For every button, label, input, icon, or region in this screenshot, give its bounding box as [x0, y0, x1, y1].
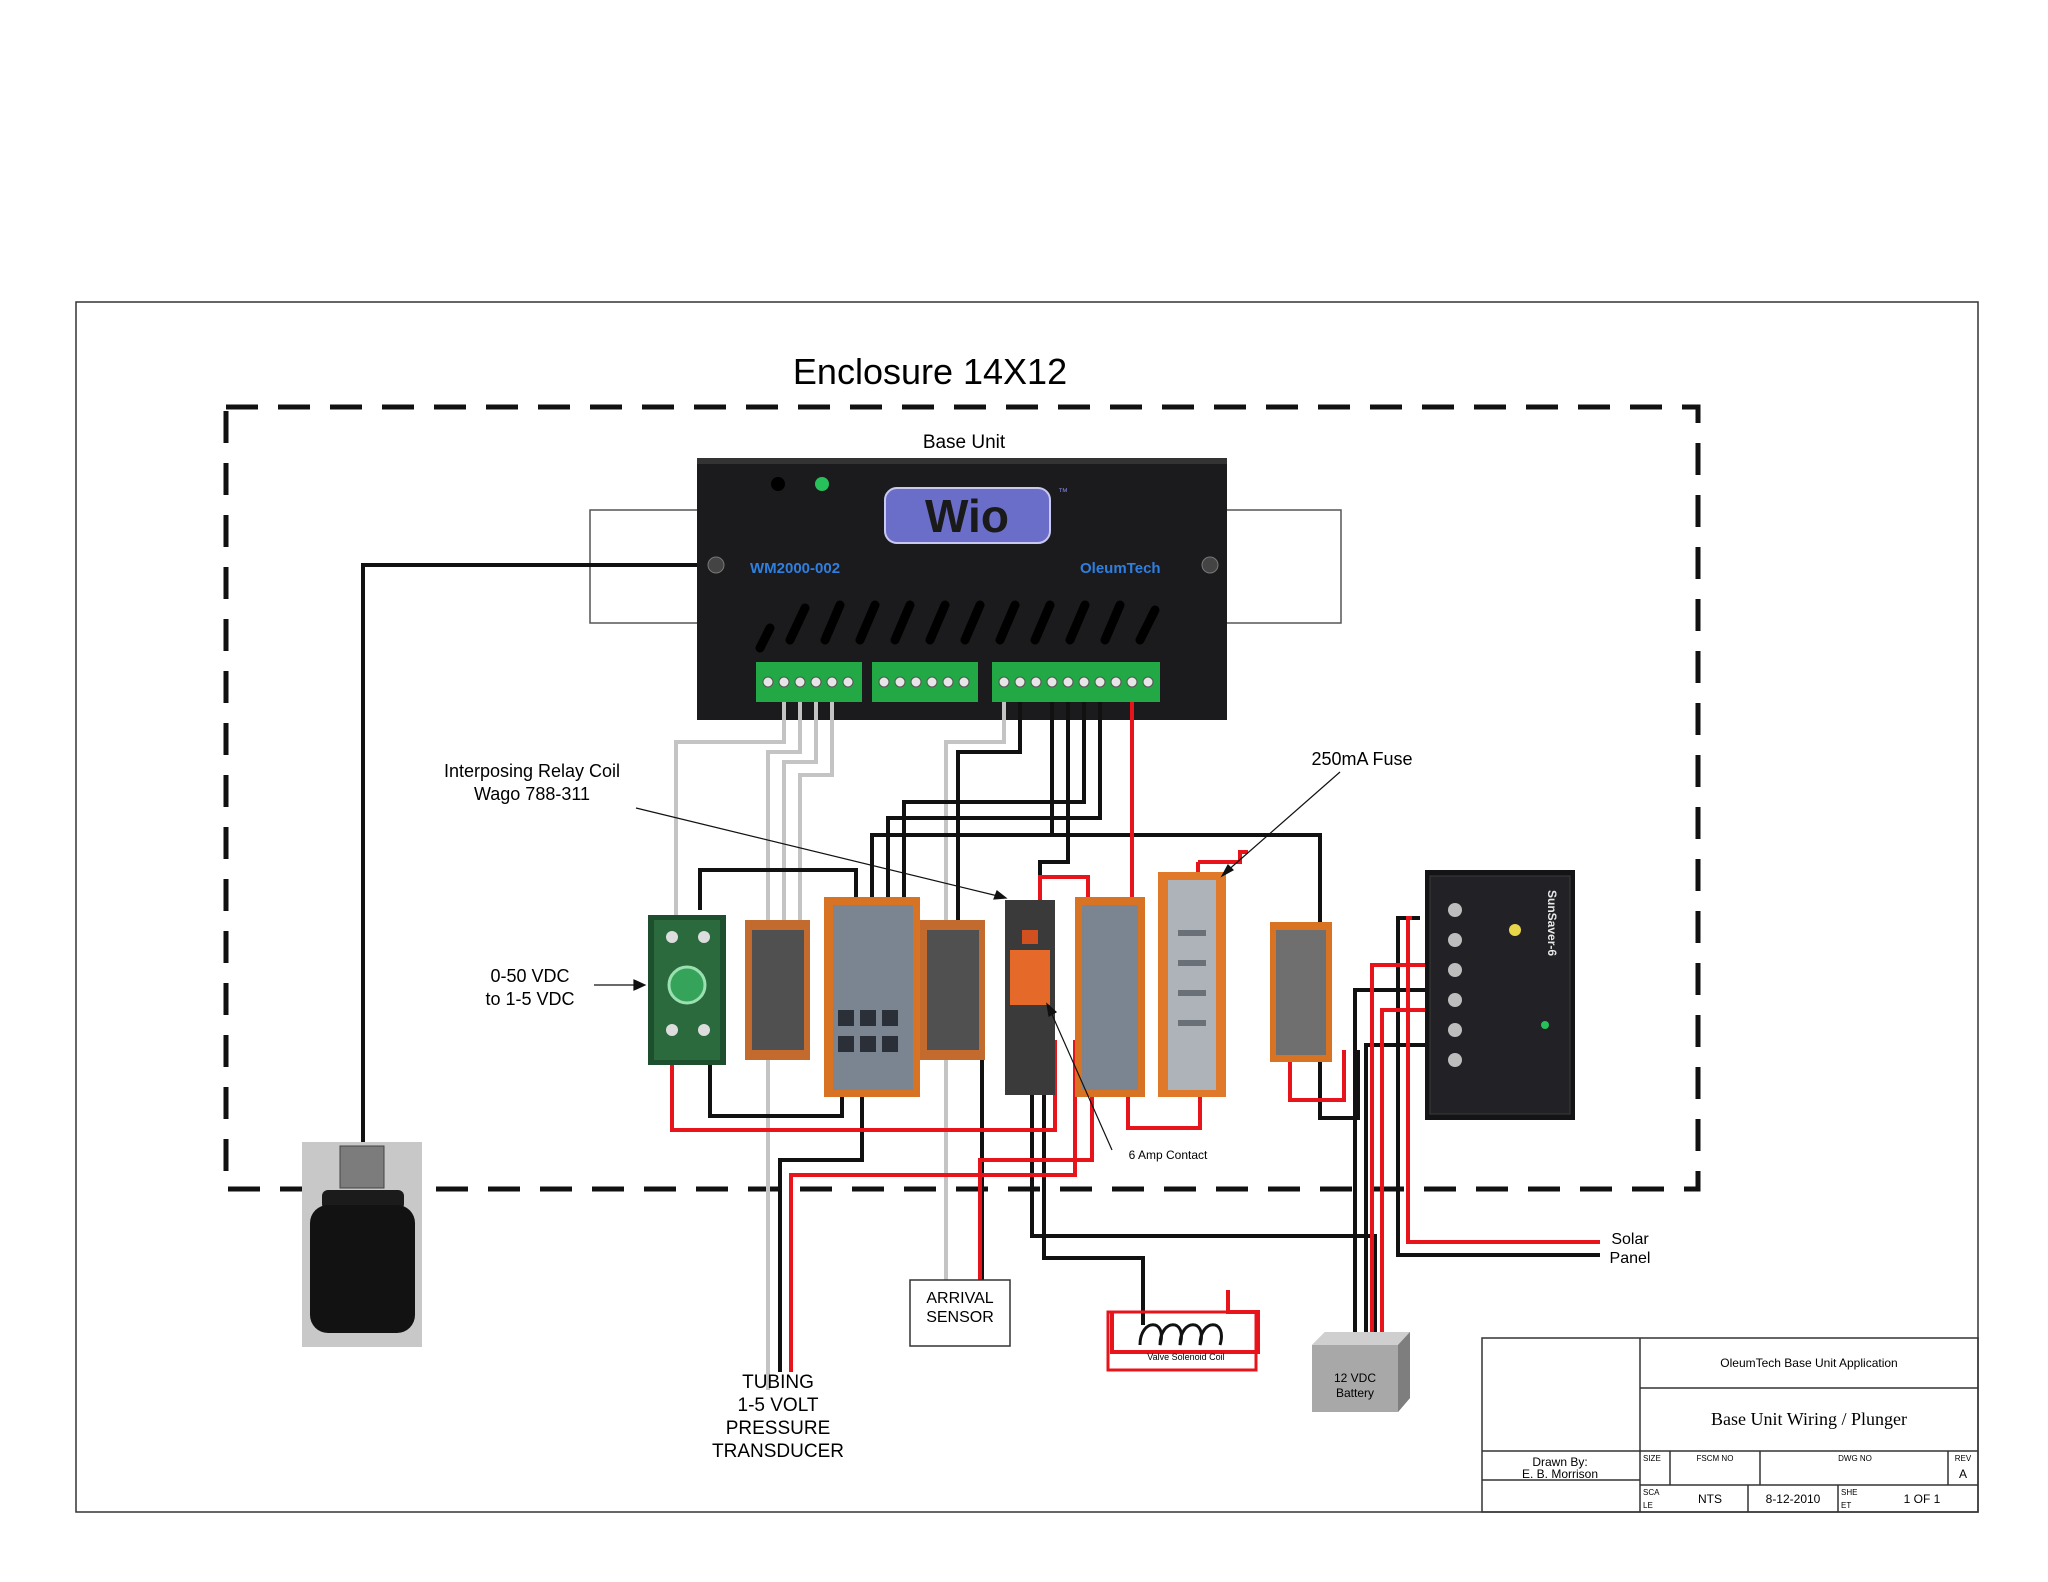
- tb-rev: A: [1959, 1467, 1967, 1481]
- trademark-mark: ™: [1058, 487, 1068, 498]
- terminal-block-2: [824, 897, 920, 1097]
- charger-brand: SunSaver-6: [1545, 890, 1559, 956]
- tb-sheet: 1 OF 1: [1904, 1492, 1941, 1506]
- tb-dwg-label: DWG NO: [1838, 1454, 1872, 1463]
- tb-size-label: SIZE: [1643, 1454, 1661, 1463]
- tb-company: OleumTech Base Unit Application: [1720, 1356, 1897, 1370]
- relay-coil-label-1: Interposing Relay Coil: [444, 761, 620, 781]
- tb-title: Base Unit Wiring / Plunger: [1711, 1409, 1907, 1429]
- solar-label-1: Solar: [1611, 1231, 1649, 1248]
- tb-date: 8-12-2010: [1766, 1492, 1821, 1506]
- transducer-label-3: PRESSURE: [726, 1418, 831, 1439]
- terminal-block-1: [745, 920, 810, 1060]
- transducer-label-1: TUBING: [742, 1372, 814, 1393]
- enclosure-title: Enclosure 14X12: [793, 351, 1067, 392]
- maker-name: OleumTech: [1080, 560, 1161, 577]
- drawing-border: [75, 301, 1979, 1513]
- brand-logo: Wio: [925, 490, 1009, 542]
- arrival-sensor: ARRIVAL SENSOR: [909, 1279, 1011, 1347]
- tb-rev-label: REV: [1955, 1454, 1972, 1463]
- transducer-label-2: 1-5 VOLT: [738, 1395, 819, 1416]
- valve-solenoid-coil: Valve Solenoid Coil: [1106, 1310, 1258, 1372]
- tb-drawn-by: E. B. Morrison: [1522, 1467, 1598, 1481]
- base-unit-label: Base Unit: [923, 432, 1006, 453]
- terminal-screws: [762, 676, 1154, 688]
- transducer-label-4: TRANSDUCER: [712, 1441, 844, 1462]
- battery-line-1: 12 VDC: [1334, 1371, 1376, 1385]
- signal-wires: [361, 563, 1600, 1372]
- fuse-label: 250mA Fuse: [1311, 749, 1412, 769]
- signal-converter: [648, 915, 726, 1065]
- tb-sheet-label-2: ET: [1841, 1501, 1851, 1510]
- arrival-line-1: ARRIVAL: [926, 1290, 993, 1307]
- pressure-transducer-photo: [302, 1142, 422, 1347]
- terminal-block-5: [1270, 922, 1332, 1062]
- terminal-block-4: [1075, 897, 1145, 1097]
- tb-fscm-label: FSCM NO: [1697, 1454, 1734, 1463]
- arrival-line-2: SENSOR: [926, 1309, 994, 1326]
- tb-drawn-by-label: Drawn By:: [1532, 1455, 1587, 1469]
- converter-label-1: 0-50 VDC: [490, 966, 569, 986]
- battery: 12 VDC Battery: [1312, 1332, 1410, 1412]
- converter-label-2: to 1-5 VDC: [485, 989, 574, 1009]
- solar-label-2: Panel: [1610, 1250, 1651, 1267]
- brand-logo-box: [884, 487, 1051, 544]
- din-rail-right: [1225, 509, 1342, 624]
- valve-label: Valve Solenoid Coil: [1147, 1352, 1224, 1362]
- battery-line-2: Battery: [1336, 1386, 1374, 1400]
- tb-scale-label-2: LE: [1643, 1501, 1653, 1510]
- contact-label: 6 Amp Contact: [1129, 1148, 1208, 1162]
- model-number: WM2000-002: [750, 560, 840, 577]
- relay-coil-label-2: Wago 788-311: [474, 784, 590, 804]
- interposing-relay: [1005, 900, 1055, 1095]
- title-block: [1481, 1337, 1979, 1513]
- tb-sheet-label-1: SHE: [1841, 1488, 1857, 1497]
- terminal-block-3: [920, 920, 985, 1060]
- status-led-off: [771, 477, 785, 491]
- callout-lines: [594, 771, 1341, 1151]
- mount-screw-left: [707, 556, 725, 574]
- status-led-on: [815, 477, 829, 491]
- enclosure-boundary: [223, 404, 1701, 1192]
- vent-slots: [755, 600, 1160, 653]
- fuse-holder: [1158, 872, 1226, 1097]
- mount-screw-right: [1201, 556, 1219, 574]
- base-unit: Wio ™ WM2000-002 OleumTech: [697, 458, 1227, 720]
- tb-scale-label-1: SCA: [1643, 1488, 1660, 1497]
- tb-scale: NTS: [1698, 1492, 1722, 1506]
- solar-charge-controller: SunSaver-6: [1425, 870, 1575, 1120]
